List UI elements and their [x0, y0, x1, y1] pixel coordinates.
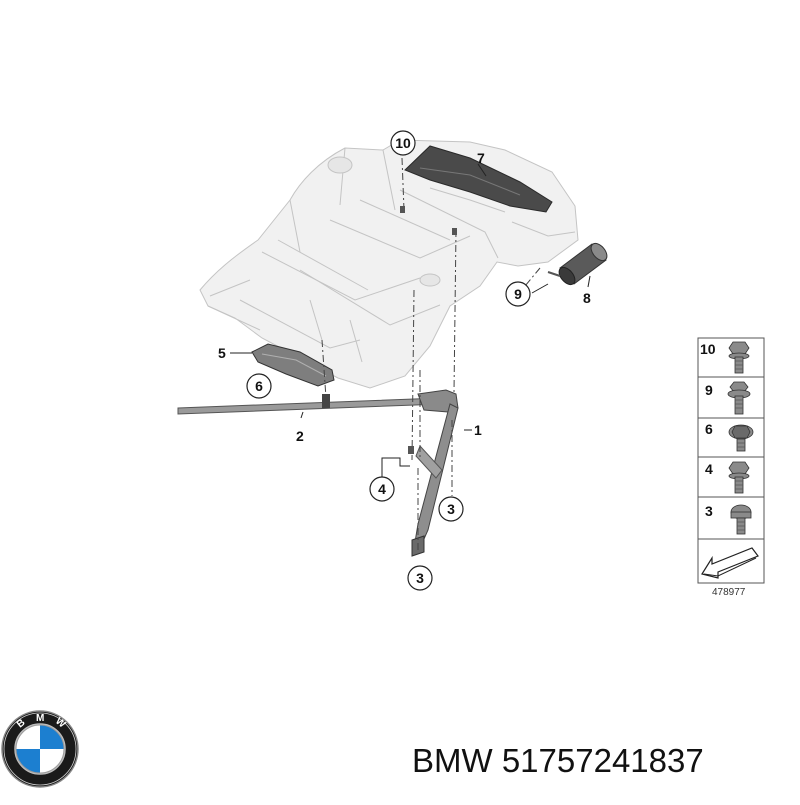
callout-2-label: 2 [296, 428, 304, 444]
callout-10-label: 10 [395, 135, 411, 151]
callout-3-lower-label: 3 [416, 570, 424, 586]
part-5-cover [251, 343, 335, 387]
brand-part-number: BMW 51757241837 [412, 742, 704, 780]
bolt-4-icon [728, 461, 750, 494]
part-1-brace [411, 403, 459, 557]
part-number: 51757241837 [501, 742, 704, 779]
callout-3-lower: 3 [407, 565, 433, 591]
callout-1-label: 1 [474, 422, 482, 438]
callout-3-upper: 3 [438, 496, 464, 522]
legend-row-6-label: 6 [705, 421, 713, 437]
bolt-3-icon [730, 504, 752, 535]
callout-10: 10 [390, 130, 416, 156]
diagram-number: 478977 [712, 587, 746, 598]
callout-6-label: 6 [255, 378, 263, 394]
legend-row-9-label: 9 [705, 382, 713, 398]
part-7-panel [404, 145, 553, 213]
legend-row-3-label: 3 [705, 503, 713, 519]
direction-arrow-icon [701, 547, 759, 579]
callout-9-label: 9 [514, 286, 522, 302]
legend-row-4-label: 4 [705, 461, 713, 477]
bmw-logo: B M W [1, 710, 79, 788]
callout-4-label: 4 [378, 481, 386, 497]
callout-3-upper-label: 3 [447, 501, 455, 517]
callout-4: 4 [369, 476, 395, 502]
callout-8-label: 8 [583, 290, 591, 306]
bolt-10-icon [728, 341, 750, 374]
part-8-bumper [547, 242, 608, 286]
leader-lines [230, 163, 591, 478]
callout-9: 9 [505, 281, 531, 307]
fastener-marks [400, 206, 457, 454]
legend-row-10-label: 10 [700, 341, 716, 357]
part-2-strut [177, 389, 459, 415]
callout-6: 6 [246, 373, 272, 399]
callout-7-label: 7 [477, 150, 485, 166]
callout-5-label: 5 [218, 345, 226, 361]
fastener-legend: 10 9 6 4 3 [697, 337, 765, 598]
bolt-6-icon [728, 424, 754, 452]
bolt-9-icon [727, 381, 751, 415]
brand-name: BMW [412, 742, 493, 779]
logo-letter-m: M [36, 713, 44, 724]
alignment-lines [321, 157, 541, 552]
